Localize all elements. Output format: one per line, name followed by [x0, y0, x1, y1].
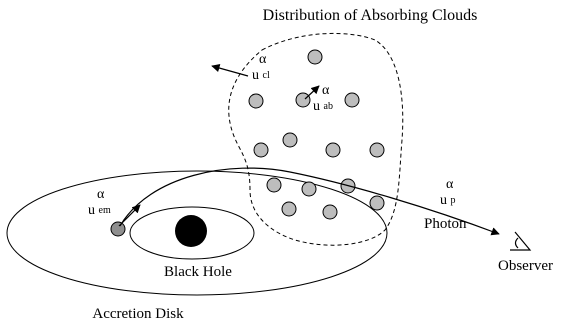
absorber-velocity-label: u ab	[313, 99, 333, 114]
cloud	[307, 49, 323, 65]
cloud	[266, 177, 282, 193]
absorbing-clouds	[248, 49, 385, 220]
photon-label: Photon	[424, 216, 467, 232]
cloud	[248, 93, 264, 109]
cloud	[281, 201, 297, 217]
vector-subscript: cl	[263, 70, 270, 81]
observer-label: Observer	[498, 258, 553, 274]
vector-base: u	[313, 99, 320, 114]
emitter-velocity-arrow	[118, 204, 141, 227]
photon-velocity-sup: α	[446, 177, 454, 192]
cloud	[369, 142, 385, 158]
photon-velocity-label: u p	[440, 193, 456, 208]
vector-subscript: em	[99, 205, 111, 216]
cloud	[344, 92, 360, 108]
inner-disk-edge	[129, 206, 255, 260]
accretion-disk-label: Accretion Disk	[92, 306, 184, 322]
accretion-disk	[6, 170, 388, 296]
vector-subscript: ab	[324, 101, 333, 112]
vector-subscript: p	[451, 195, 456, 206]
vector-base: u	[440, 193, 447, 208]
cloud	[253, 142, 269, 158]
vector-base: u	[88, 203, 95, 218]
emitter-velocity-label: u em	[88, 203, 111, 218]
emitter-velocity-sup: α	[97, 187, 105, 202]
cloud	[301, 181, 317, 197]
photon-path	[119, 167, 500, 236]
cloud	[295, 92, 311, 108]
absorber-velocity-arrow	[304, 85, 320, 100]
observer-eye-icon	[510, 231, 532, 251]
absorber-velocity-sup: α	[322, 83, 330, 98]
black-hole	[175, 215, 207, 247]
black-hole-label: Black Hole	[164, 264, 232, 280]
cloud	[282, 132, 298, 148]
emitter	[110, 221, 126, 237]
cloud-velocity-sup: α	[259, 52, 267, 67]
cloud-velocity-label: u cl	[252, 68, 270, 83]
cloud-distribution-boundary	[228, 33, 404, 246]
diagram-title: Distribution of Absorbing Clouds	[263, 7, 478, 24]
cloud	[369, 195, 385, 211]
cloud	[325, 142, 341, 158]
vector-base: u	[252, 68, 259, 83]
cloud	[322, 204, 338, 220]
cloud-velocity-arrow	[211, 63, 249, 77]
